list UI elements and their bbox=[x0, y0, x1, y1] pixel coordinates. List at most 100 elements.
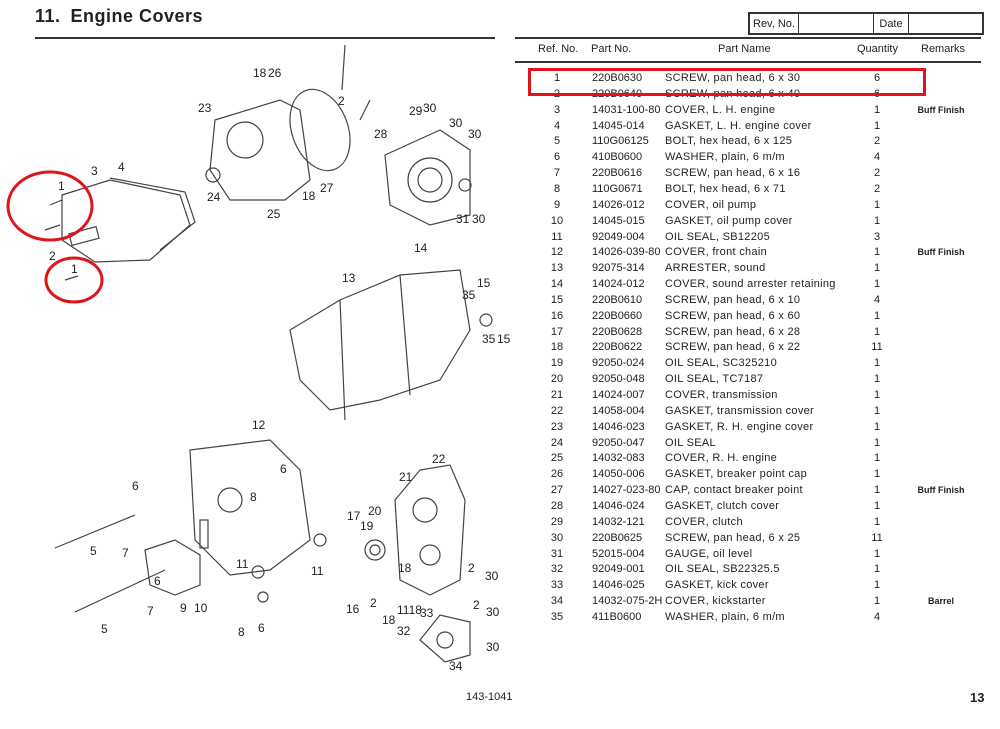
quantity: 1 bbox=[873, 373, 881, 386]
quantity: 1 bbox=[873, 309, 881, 322]
part-no: 14026-039-80 bbox=[592, 246, 661, 259]
callout-label: 6 bbox=[154, 574, 161, 588]
part-name: BOLT, hex head, 6 x 71 bbox=[665, 182, 786, 195]
callout-label: 2 bbox=[370, 596, 377, 610]
callout-label: 2 bbox=[338, 94, 345, 108]
part-no: 14046-025 bbox=[592, 579, 645, 592]
clutch-cover bbox=[384, 129, 471, 226]
part-name: COVER, front chain bbox=[665, 246, 767, 259]
callout-label: 11 bbox=[236, 557, 249, 571]
part-name: COVER, kickstarter bbox=[665, 595, 766, 608]
part-no: 14046-023 bbox=[592, 420, 645, 433]
part-no: 14050-006 bbox=[592, 468, 645, 481]
quantity: 4 bbox=[873, 151, 881, 164]
callout-label: 30 bbox=[486, 640, 500, 654]
part-no: 220B0625 bbox=[592, 531, 643, 544]
quantity: 1 bbox=[873, 499, 881, 512]
part-no: 411B0600 bbox=[592, 610, 642, 623]
callout-label: 30 bbox=[486, 605, 500, 619]
part-name: OIL SEAL bbox=[665, 436, 716, 449]
ref-no: 17 bbox=[550, 325, 564, 338]
section-number: 11. bbox=[35, 6, 61, 26]
callout-label: 9 bbox=[180, 601, 187, 615]
part-name: GASKET, kick cover bbox=[665, 579, 769, 592]
callout-label: 32 bbox=[397, 624, 411, 638]
quantity: 1 bbox=[873, 595, 881, 608]
part-name: OIL SEAL, SB22325.5 bbox=[665, 563, 780, 576]
quantity: 2 bbox=[873, 167, 881, 180]
lh-engine-cover bbox=[61, 179, 191, 263]
page-number: 13 bbox=[970, 690, 985, 705]
red-circle-lower bbox=[44, 256, 104, 304]
part-name: SCREW, pan head, 6 x 60 bbox=[665, 309, 801, 322]
callout-label: 7 bbox=[122, 546, 129, 560]
catalog-code: 143-1041 bbox=[466, 691, 513, 703]
part-name: COVER, L. H. engine bbox=[665, 103, 776, 116]
ref-no: 7 bbox=[553, 167, 561, 180]
part-no: 220B0630 bbox=[592, 72, 643, 84]
part-name: GASKET, L. H. engine cover bbox=[665, 119, 812, 132]
quantity: 1 bbox=[873, 579, 881, 592]
quantity: 6 bbox=[873, 72, 881, 84]
part-no: 14027-023-80 bbox=[592, 484, 661, 497]
quantity: 1 bbox=[873, 484, 881, 497]
callout-label: 33 bbox=[420, 606, 434, 620]
quantity: 1 bbox=[873, 103, 881, 116]
title-rule bbox=[35, 37, 495, 39]
callout-label: 22 bbox=[432, 452, 446, 466]
col-partno-header: Part No. bbox=[591, 43, 632, 55]
part-no: 92049-001 bbox=[592, 563, 645, 576]
part-name: ARRESTER, sound bbox=[665, 262, 766, 275]
part-name: SCREW, pan head, 6 x 10 bbox=[665, 293, 801, 306]
part-no: 14024-007 bbox=[592, 389, 645, 401]
oil-pump-cover bbox=[144, 539, 201, 596]
part-no: 14032-083 bbox=[592, 452, 645, 465]
quantity: 1 bbox=[873, 262, 881, 275]
quantity: 11 bbox=[871, 341, 883, 354]
ref-no: 28 bbox=[550, 499, 564, 512]
table-header-rule bbox=[515, 61, 981, 63]
ref-no: 10 bbox=[550, 214, 564, 227]
part-name: WASHER, plain, 6 m/m bbox=[665, 610, 785, 623]
ref-no: 16 bbox=[550, 309, 564, 322]
section-title: Engine Covers bbox=[70, 6, 204, 26]
callout-label: 4 bbox=[118, 160, 125, 174]
part-name: GASKET, breaker point cap bbox=[665, 468, 808, 481]
part-no: 110G0671 bbox=[592, 182, 643, 195]
part-name: OIL SEAL, SC325210 bbox=[665, 357, 778, 370]
ref-no: 22 bbox=[550, 404, 564, 417]
part-name: SCREW, pan head, 6 x 25 bbox=[665, 531, 801, 544]
callout-label: 2 bbox=[473, 598, 480, 612]
callout-label: 31 bbox=[456, 212, 470, 226]
ref-no: 24 bbox=[550, 436, 564, 449]
quantity: 1 bbox=[873, 119, 881, 132]
callout-label: 5 bbox=[101, 622, 108, 636]
callout-label: 8 bbox=[250, 490, 257, 504]
part-name: COVER, transmission bbox=[665, 389, 778, 401]
part-name: OIL SEAL, SB12205 bbox=[665, 230, 770, 243]
callout-label: 28 bbox=[374, 127, 388, 141]
highlight-box-row-1 bbox=[528, 68, 926, 96]
ref-no: 11 bbox=[551, 230, 563, 243]
date-value bbox=[909, 14, 982, 33]
ref-no: 35 bbox=[550, 610, 564, 623]
remarks: Buff Finish bbox=[917, 247, 965, 258]
part-name: COVER, sound arrester retaining bbox=[665, 278, 836, 291]
